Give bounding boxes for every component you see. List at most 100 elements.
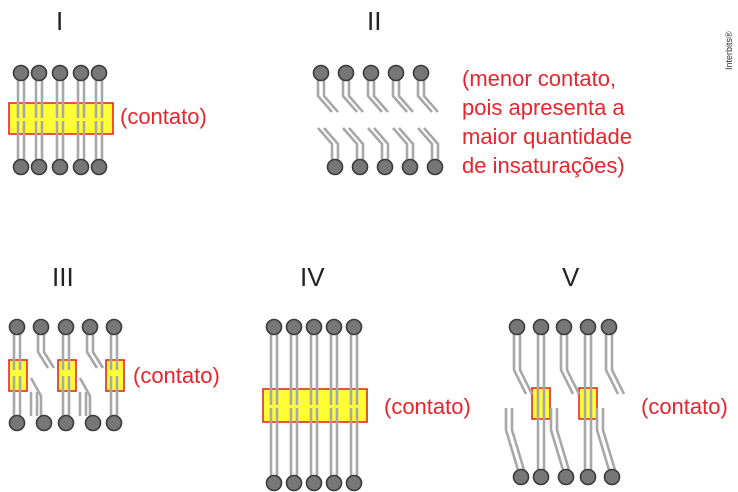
roman-label-II: II: [367, 6, 382, 36]
tail-II-bottom-1: [348, 127, 365, 160]
credit-interbits: Interbits®: [724, 31, 734, 70]
tail-II-bottom-0: [317, 127, 334, 160]
tail-II-top-3: [391, 80, 408, 113]
head-II-bottom-1: [351, 158, 369, 176]
head-I-top-0: [12, 64, 30, 82]
head-II-top-2: [362, 64, 380, 82]
tail-II-bottom-2: [367, 127, 384, 160]
contact-zone-V-0: [531, 387, 551, 420]
tail-II-bottom-2: [373, 127, 390, 160]
head-I-top-3: [72, 64, 90, 82]
head-III-top-1: [32, 318, 50, 336]
tail-II-top-2: [372, 80, 389, 113]
head-III-bottom-2: [57, 414, 75, 432]
annotation-II-line-1: (menor contato,: [462, 66, 617, 91]
roman-label-III: III: [52, 262, 74, 292]
head-II-bottom-3: [401, 158, 419, 176]
head-V-bottom-0: [512, 468, 530, 486]
head-III-top-0: [8, 318, 26, 336]
tail-V-bottom-4: [595, 408, 611, 471]
tail-III-top-3: [91, 334, 105, 369]
head-III-bottom-4: [105, 414, 123, 432]
tail-III-top-1: [36, 334, 50, 369]
head-V-top-1: [532, 318, 550, 336]
head-V-top-3: [579, 318, 597, 336]
annotation-contato-III: (contato): [133, 363, 220, 388]
head-II-top-4: [412, 64, 430, 82]
head-V-top-2: [555, 318, 573, 336]
head-I-bottom-4: [90, 158, 108, 176]
contact-zone-III-1: [57, 359, 77, 392]
tail-III-bottom-kink-1: [29, 377, 43, 416]
tail-V-bottom-0: [504, 408, 520, 471]
head-II-bottom-0: [326, 158, 344, 176]
tail-V-top-2: [559, 334, 575, 395]
roman-label-IV: IV: [300, 262, 325, 292]
head-I-bottom-3: [72, 158, 90, 176]
tail-V-top-4: [604, 334, 620, 395]
head-IV-top-3: [325, 318, 343, 336]
tail-II-top-2: [366, 80, 383, 113]
head-V-bottom-4: [603, 468, 621, 486]
head-I-top-1: [30, 64, 48, 82]
annotation-II-line-4: de insaturações): [462, 153, 625, 178]
tail-III-top-1: [42, 334, 56, 369]
head-IV-top-2: [305, 318, 323, 336]
tail-II-top-3: [397, 80, 414, 113]
tail-II-bottom-4: [423, 127, 440, 160]
tail-V-top-0: [512, 334, 528, 395]
head-IV-top-0: [265, 318, 283, 336]
tail-III-bottom-kink-3: [78, 377, 92, 416]
head-III-bottom-0: [8, 414, 26, 432]
head-I-top-4: [90, 64, 108, 82]
head-IV-top-1: [285, 318, 303, 336]
tail-II-top-1: [347, 80, 364, 113]
head-IV-bottom-0: [265, 474, 283, 492]
contact-zone-III-2: [105, 359, 125, 392]
annotation-II-line-3: maior quantidade: [462, 124, 633, 149]
tail-II-bottom-3: [392, 127, 409, 160]
head-I-top-2: [51, 64, 69, 82]
head-II-bottom-2: [376, 158, 394, 176]
tail-III-top-3: [85, 334, 99, 369]
head-II-top-3: [387, 64, 405, 82]
tail-V-top-2: [565, 334, 581, 395]
head-IV-bottom-1: [285, 474, 303, 492]
head-III-bottom-1: [35, 414, 53, 432]
roman-label-V: V: [562, 262, 580, 292]
roman-label-I: I: [56, 6, 64, 36]
head-I-bottom-1: [30, 158, 48, 176]
tail-II-top-0: [316, 80, 333, 113]
head-II-top-1: [337, 64, 355, 82]
tail-V-bottom-4: [601, 408, 617, 471]
head-II-bottom-4: [426, 158, 444, 176]
head-IV-bottom-2: [305, 474, 323, 492]
contact-zone-V-1: [578, 387, 598, 420]
head-V-top-0: [508, 318, 526, 336]
tail-II-top-1: [341, 80, 358, 113]
head-V-top-4: [600, 318, 618, 336]
annotation-contato-IV: (contato): [384, 394, 471, 419]
tail-II-bottom-1: [342, 127, 359, 160]
tail-V-bottom-0: [510, 408, 526, 471]
annotation-II-line-2: pois apresenta a: [462, 95, 625, 120]
head-IV-top-4: [345, 318, 363, 336]
head-II-top-0: [312, 64, 330, 82]
tail-V-top-4: [610, 334, 626, 395]
head-IV-bottom-4: [345, 474, 363, 492]
head-V-bottom-3: [579, 468, 597, 486]
contact-zone-III-0: [8, 359, 28, 392]
tail-II-top-4: [416, 80, 433, 113]
head-III-bottom-3: [84, 414, 102, 432]
tail-V-top-0: [518, 334, 534, 395]
tail-II-bottom-3: [398, 127, 415, 160]
head-I-bottom-2: [51, 158, 69, 176]
annotation-contato-V: (contato): [641, 394, 728, 419]
head-I-bottom-0: [12, 158, 30, 176]
tail-V-bottom-2: [549, 408, 565, 471]
annotation-contato-I: (contato): [120, 104, 207, 129]
tail-II-bottom-4: [417, 127, 434, 160]
tail-V-bottom-2: [555, 408, 571, 471]
head-III-top-2: [57, 318, 75, 336]
